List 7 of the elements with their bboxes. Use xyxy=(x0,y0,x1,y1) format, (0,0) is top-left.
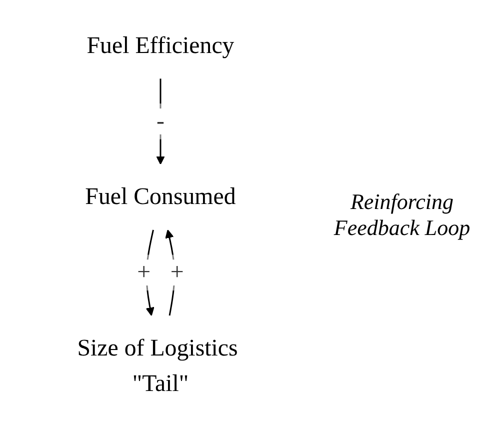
edge-label: + xyxy=(170,260,184,286)
edge-label: - xyxy=(156,108,164,134)
node-text: Size of Logistics "Tail" xyxy=(77,335,238,398)
loop-label: Reinforcing Feedback Loop xyxy=(332,189,472,241)
node-text: Fuel Efficiency xyxy=(86,32,234,59)
node-text: Fuel Consumed xyxy=(85,184,236,210)
edge-label: + xyxy=(137,260,151,286)
